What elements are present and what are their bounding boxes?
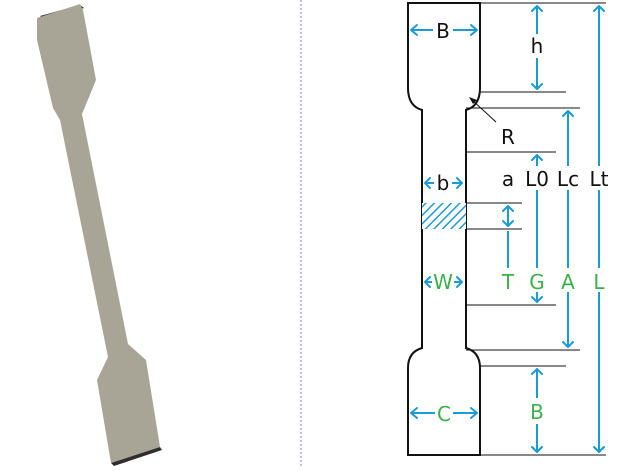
label-width-bottom: C [437,402,451,426]
extension-lines [466,2,606,456]
specimen-3d-body [37,4,160,463]
label-width-gauge: W [433,270,453,294]
label-G: G [529,270,545,294]
label-Lc: Lc [557,167,579,191]
label-Lt: Lt [590,167,609,191]
specimen-3d-edge [111,447,162,466]
label-A: A [561,270,575,294]
label-grip-length-top: h [531,34,544,58]
label-width-top: B [436,19,450,43]
hatched-section [422,203,466,229]
arrow-heads [410,5,605,453]
specimen-3d-render [37,4,162,466]
label-L0: L0 [525,167,549,191]
label-L: L [593,270,605,294]
label-width-mid: b [437,171,450,195]
dimension-arrows [411,6,600,452]
label-T: T [501,270,515,294]
label-radius: R [501,125,515,149]
label-a: a [502,167,514,191]
radius-leader [469,97,497,123]
label-grip-length-bottom: B [530,400,544,424]
